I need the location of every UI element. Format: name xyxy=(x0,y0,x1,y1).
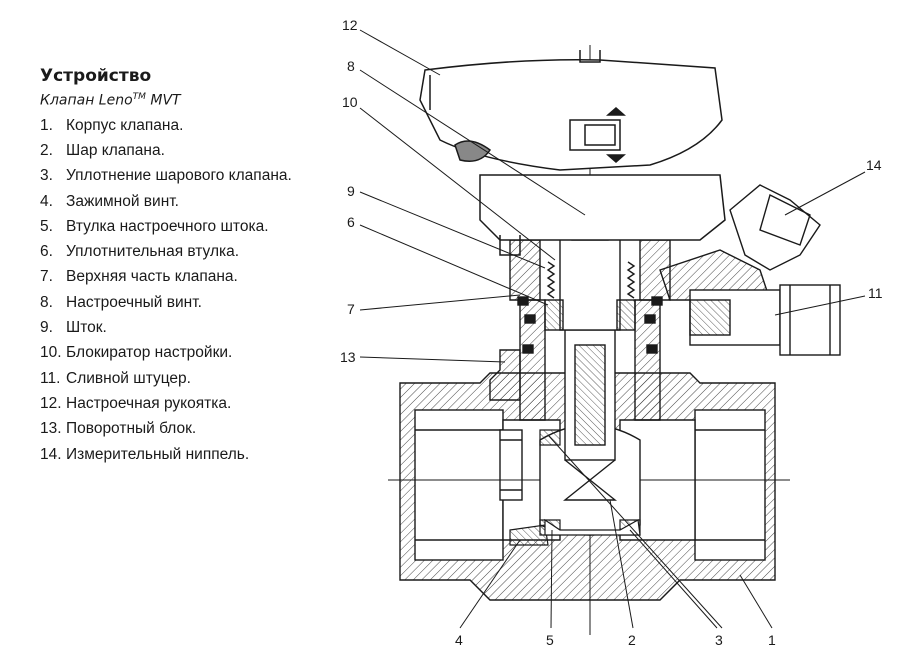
part-text: Зажимной винт. xyxy=(66,192,179,210)
part-text: Сливной штуцер. xyxy=(66,369,191,387)
part-item-1: 1. Корпус клапана. xyxy=(40,113,340,138)
part-text: Втулка настроечного штока. xyxy=(66,217,269,235)
callout-5: 5 xyxy=(546,632,554,648)
part-text: Настроечный винт. xyxy=(66,293,202,311)
part-text: Блокиратор настройки. xyxy=(66,344,233,362)
part-num: 13. xyxy=(40,420,62,438)
part-item-6: 6. Уплотнительная втулка. xyxy=(40,239,340,264)
part-text: Уплотнительная втулка. xyxy=(66,243,240,261)
leader-lines xyxy=(359,29,866,629)
part-num: 8. xyxy=(40,293,53,311)
part-text: Измерительный ниппель. xyxy=(66,445,250,463)
callout-labels: 12 8 10 9 6 7 13 14 11 4 5 2 3 1 xyxy=(340,17,883,648)
part-num: 14. xyxy=(40,445,62,463)
clamp-screw xyxy=(509,518,641,546)
part-num: 5. xyxy=(40,217,53,235)
upper-housing xyxy=(489,239,671,421)
callout-12: 12 xyxy=(342,17,358,33)
part-num: 1. xyxy=(40,116,53,134)
part-item-4: 4. Зажимной винт. xyxy=(40,189,340,214)
part-item-5: 5. Втулка настроечного штока. xyxy=(40,214,340,239)
callout-10: 10 xyxy=(342,94,358,110)
part-num: 11. xyxy=(40,369,61,387)
part-item-14: 14.Измерительный ниппель. xyxy=(40,442,340,467)
part-num: 3. xyxy=(40,167,53,185)
part-text: Поворотный блок. xyxy=(66,420,197,438)
part-item-11: 11. Сливной штуцер. xyxy=(40,366,340,391)
part-text: Уплотнение шарового клапана. xyxy=(66,167,292,185)
part-num: 6. xyxy=(40,243,53,261)
part-item-9: 9. Шток. xyxy=(40,315,340,340)
callout-6: 6 xyxy=(347,214,355,230)
callout-2: 2 xyxy=(628,632,636,648)
part-item-2: 2. Шар клапана. xyxy=(40,138,340,163)
parts-list: 1. Корпус клапана. 2. Шар клапана. 3. Уплот… xyxy=(40,113,340,467)
part-item-7: 7. Верхняя часть клапана. xyxy=(40,264,340,289)
part-num: 7. xyxy=(40,268,53,286)
callout-9: 9 xyxy=(347,183,355,199)
subtitle-suffix: MVT xyxy=(145,92,181,109)
part-item-8: 8. Настроечный винт. xyxy=(40,290,340,315)
drain-fitting xyxy=(689,284,841,356)
legend-title: Устройство xyxy=(40,66,152,86)
part-num: 4. xyxy=(40,192,53,210)
subtitle-prefix: Клапан Leno xyxy=(40,92,133,109)
part-num: 9. xyxy=(40,319,53,337)
setting-handle xyxy=(419,50,726,256)
part-num: 12. xyxy=(40,394,62,412)
callout-4: 4 xyxy=(455,632,463,648)
legend-subtitle: Клапан LenoTM MVT xyxy=(40,92,340,109)
part-text: Шар клапана. xyxy=(66,141,165,159)
callout-1: 1 xyxy=(768,632,776,648)
callout-14: 14 xyxy=(866,157,882,173)
callout-7: 7 xyxy=(347,301,355,317)
part-item-3: 3. Уплотнение шарового клапана. xyxy=(40,163,340,188)
measuring-nipple xyxy=(659,184,821,301)
part-item-13: 13.Поворотный блок. xyxy=(40,416,340,441)
callout-8: 8 xyxy=(347,58,355,74)
part-text: Настроечная рукоятка. xyxy=(66,394,232,412)
part-num: 2. xyxy=(40,141,53,159)
callout-13: 13 xyxy=(340,349,356,365)
part-text: Корпус клапана. xyxy=(66,116,184,134)
callout-11: 11 xyxy=(868,285,883,301)
callout-3: 3 xyxy=(715,632,723,648)
legend-panel: Устройство Клапан LenoTM MVT 1. Корпус кл… xyxy=(40,66,340,467)
part-num: 10. xyxy=(40,344,62,362)
part-text: Шток. xyxy=(66,319,107,337)
part-text: Верхняя часть клапана. xyxy=(66,268,238,286)
part-item-10: 10.Блокиратор настройки. xyxy=(40,340,340,365)
part-item-12: 12.Настроечная рукоятка. xyxy=(40,391,340,416)
subtitle-trademark: TM xyxy=(132,92,146,102)
